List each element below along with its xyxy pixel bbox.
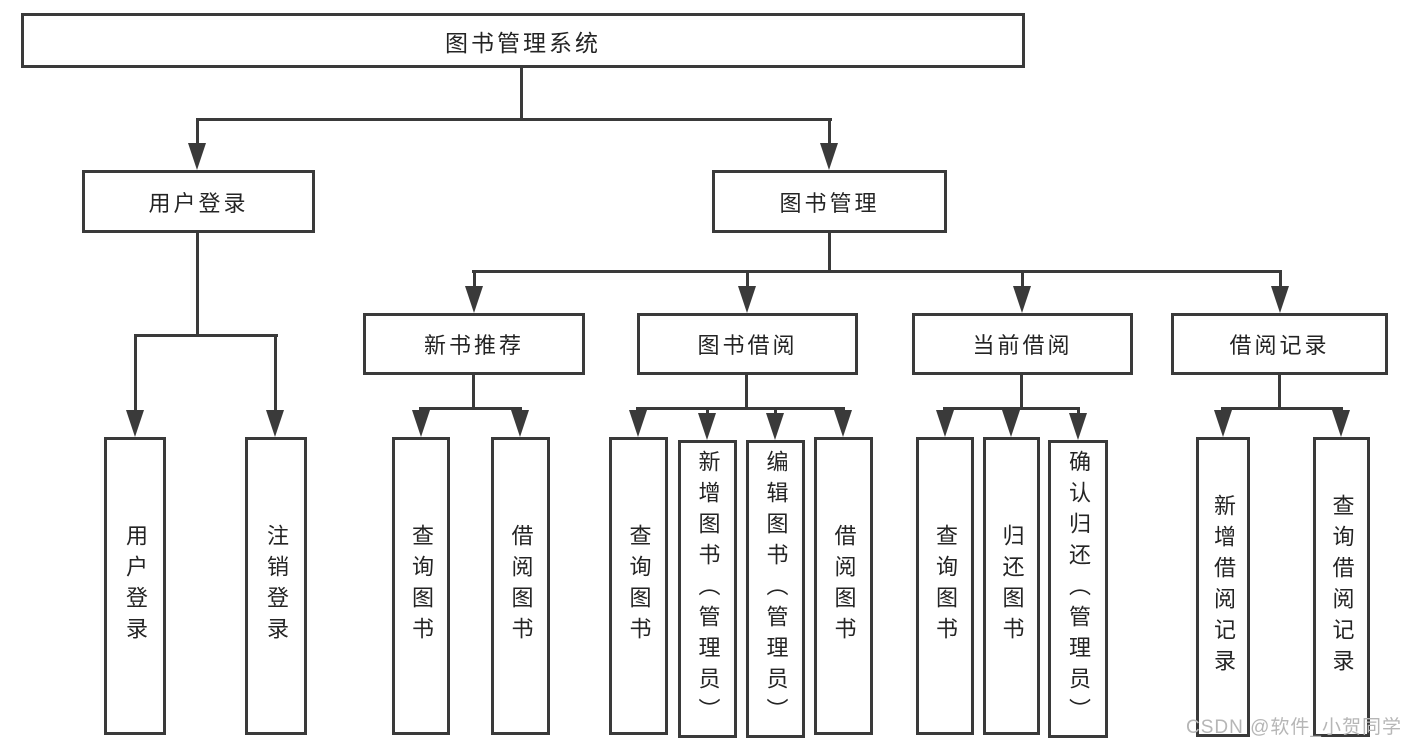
connector-line	[134, 334, 137, 413]
connector-line	[706, 407, 709, 416]
node-book-management: 图书管理	[712, 170, 947, 233]
arrow-down-icon	[1214, 410, 1232, 437]
arrow-down-icon	[738, 286, 756, 313]
csdn-watermark: CSDN @软件_小贺同学	[1186, 717, 1402, 738]
node-book-borrowing: 图书借阅	[637, 313, 858, 375]
arrow-down-icon	[1002, 410, 1020, 437]
connector-line	[473, 270, 476, 289]
node-user-login: 用户登录	[82, 170, 315, 233]
node-nbr-query-books: 查询图书	[392, 437, 450, 735]
node-nbr-borrow-books: 借阅图书	[491, 437, 550, 735]
node-bb-query-books: 查询图书	[609, 437, 668, 735]
connector-line	[1021, 270, 1024, 289]
connector-line	[196, 118, 199, 146]
arrow-down-icon	[1271, 286, 1289, 313]
connector-line	[196, 118, 832, 121]
node-current-borrowing: 当前借阅	[912, 313, 1133, 375]
connector-line	[1278, 375, 1281, 410]
arrow-down-icon	[1013, 286, 1031, 313]
arrow-down-icon	[1332, 410, 1350, 437]
arrow-down-icon	[820, 143, 838, 170]
node-cb-query-books: 查询图书	[916, 437, 974, 735]
node-cb-return-books: 归还图书	[983, 437, 1040, 735]
node-new-book-recommend: 新书推荐	[363, 313, 585, 375]
connector-line	[1279, 270, 1282, 289]
connector-line	[745, 375, 748, 410]
connector-line	[1221, 407, 1343, 410]
connector-line	[472, 375, 475, 410]
node-br-query-record: 查询借阅记录	[1313, 437, 1370, 737]
arrow-down-icon	[834, 410, 852, 437]
connector-line	[134, 334, 278, 337]
node-borrow-records: 借阅记录	[1171, 313, 1388, 375]
connector-line	[419, 407, 522, 410]
node-cb-confirm-return-admin: 确认归还（管理员）	[1048, 440, 1108, 738]
node-logout: 注销登录	[245, 437, 307, 735]
node-user-login-leaf: 用户登录	[104, 437, 166, 735]
node-bb-borrow-books: 借阅图书	[814, 437, 873, 735]
node-br-add-record: 新增借阅记录	[1196, 437, 1250, 737]
node-bb-edit-books-admin: 编辑图书（管理员）	[746, 440, 805, 738]
connector-line	[1020, 375, 1023, 410]
connector-line	[196, 233, 199, 337]
arrow-down-icon	[266, 410, 284, 437]
arrow-down-icon	[629, 410, 647, 437]
connector-line	[274, 334, 277, 413]
connector-line	[520, 68, 523, 121]
connector-line	[828, 233, 831, 273]
arrow-down-icon	[412, 410, 430, 437]
arrow-down-icon	[1069, 413, 1087, 440]
arrow-down-icon	[698, 413, 716, 440]
arrow-down-icon	[126, 410, 144, 437]
arrow-down-icon	[188, 143, 206, 170]
arrow-down-icon	[465, 286, 483, 313]
connector-line	[636, 407, 845, 410]
arrow-down-icon	[511, 410, 529, 437]
connector-line	[1077, 407, 1080, 416]
connector-line	[828, 118, 831, 146]
node-library-management-system: 图书管理系统	[21, 13, 1025, 68]
node-bb-add-books-admin: 新增图书（管理员）	[678, 440, 737, 738]
connector-line	[746, 270, 749, 289]
arrow-down-icon	[936, 410, 954, 437]
connector-line	[774, 407, 777, 416]
connector-line	[472, 270, 1282, 273]
arrow-down-icon	[766, 413, 784, 440]
